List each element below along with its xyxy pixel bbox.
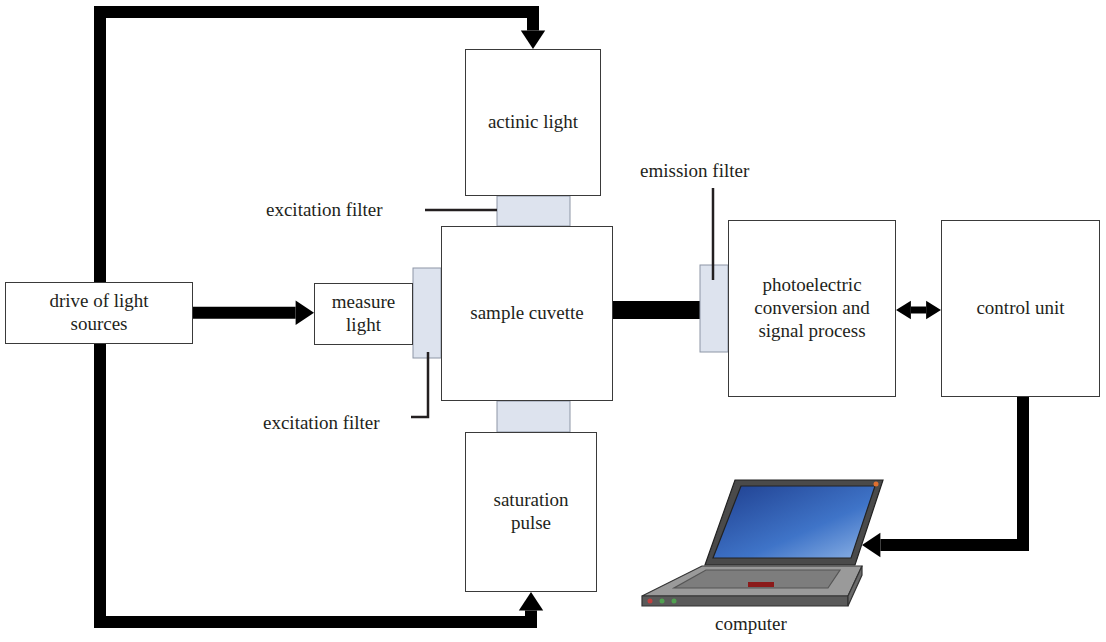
laptop-led (874, 482, 879, 487)
arrowhead (521, 31, 545, 49)
driver-box: drive of light sources (5, 282, 193, 344)
node-text: control unit (951, 297, 1091, 320)
control-box: control unit (941, 220, 1100, 397)
light-source-box: saturation pulse (465, 432, 597, 592)
excitation-filter (497, 196, 570, 226)
node-text: actinic light (473, 111, 593, 134)
arrowhead (896, 301, 911, 319)
computer-icon: computer (640, 478, 862, 638)
laptop-part (674, 570, 840, 588)
excitation-filter (413, 268, 441, 358)
node-text: sample cuvette (452, 302, 602, 325)
laptop-light (660, 599, 665, 604)
process-box: photoelectric conversion and signal proc… (728, 220, 896, 397)
connector-line (193, 307, 296, 319)
light-source-box: measure light (314, 283, 413, 345)
excitation-filter (497, 401, 570, 432)
leader-line (411, 352, 428, 417)
laptop-part (642, 566, 862, 596)
leader-line (425, 209, 497, 212)
node-text: photoelectric conversion and signal proc… (748, 274, 876, 342)
light-source-box: actinic light (465, 49, 601, 196)
node-text: saturation pulse (479, 489, 584, 535)
node-text-group: control unit (951, 297, 1091, 320)
leader-line (712, 188, 715, 280)
connector-line (911, 307, 926, 314)
connector (896, 301, 941, 319)
node-text-group: computer (715, 613, 787, 638)
filter-label: excitation filter (266, 199, 383, 222)
filter-label: excitation filter (263, 412, 380, 435)
arrowhead (519, 592, 543, 610)
node-text-group: photoelectric conversion and signal proc… (748, 274, 876, 342)
laptop-touchpad (748, 582, 774, 587)
filter-label: emission filter (640, 160, 749, 183)
laptop-part (713, 486, 875, 558)
node-text-group: drive of light sources (24, 290, 174, 336)
cuvette-box: sample cuvette (441, 226, 613, 401)
node-text-group: sample cuvette (452, 302, 602, 325)
node-text-group: measure light (324, 291, 404, 337)
node-text: computer (715, 613, 787, 636)
arrowhead (926, 301, 941, 319)
node-text-group: actinic light (473, 111, 593, 134)
node-text: drive of light sources (24, 290, 174, 336)
connector-line (880, 397, 1023, 545)
laptop-part (642, 596, 848, 606)
node-text: measure light (324, 291, 404, 337)
connector (193, 301, 314, 325)
laptop-illustration (640, 478, 890, 613)
connector (862, 397, 1023, 557)
laptop-part (705, 480, 883, 565)
laptop-light (648, 599, 653, 604)
arrowhead (296, 301, 314, 325)
laptop-light (672, 599, 677, 604)
node-text-group: saturation pulse (479, 489, 584, 535)
laptop-part (848, 566, 862, 606)
